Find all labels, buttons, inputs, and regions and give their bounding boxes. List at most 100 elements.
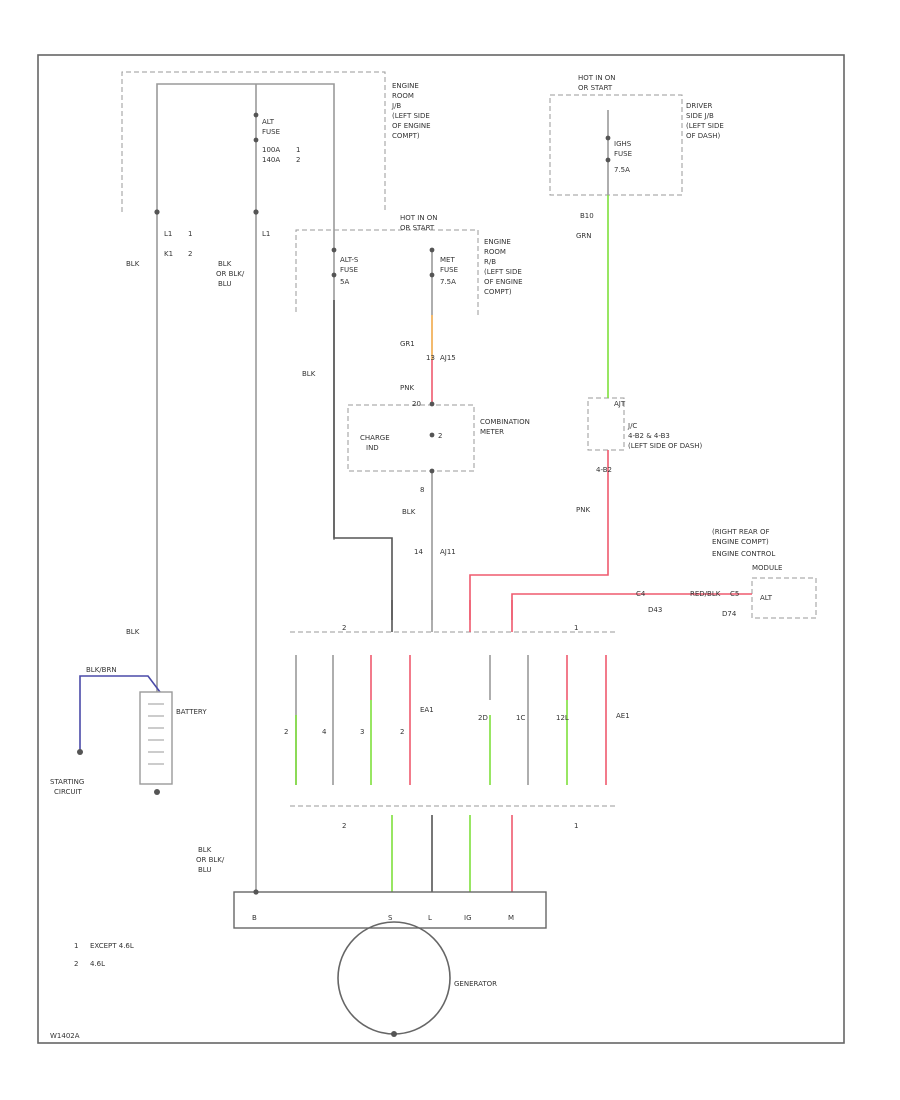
- blk-left-label: BLK: [126, 260, 140, 268]
- blk-mid-label: BLK OR BLK/ BLU: [216, 260, 245, 288]
- block-bot-left-num: 2: [342, 822, 346, 830]
- svg-text:FUSE: FUSE: [614, 150, 632, 158]
- svg-text:BLU: BLU: [198, 866, 211, 874]
- svg-text:(RIGHT REAR OF: (RIGHT REAR OF: [712, 528, 770, 536]
- block-pin-labels: 2 4 3 2: [284, 728, 404, 736]
- svg-text:(LEFT SIDE: (LEFT SIDE: [484, 268, 522, 276]
- svg-text:BLU: BLU: [218, 280, 231, 288]
- alt-fuse-label: ALT FUSE 100A 140A 1 2: [262, 118, 300, 164]
- blk-gen-label: BLK OR BLK/ BLU: [196, 846, 225, 874]
- svg-text:HOT IN ON: HOT IN ON: [578, 74, 616, 82]
- svg-text:3: 3: [360, 728, 364, 736]
- gen-b-junction: [253, 889, 259, 895]
- svg-text:1C: 1C: [516, 714, 525, 722]
- gr-ref-label: GR1: [400, 340, 415, 348]
- svg-text:COMPT): COMPT): [484, 288, 512, 296]
- note-2-label: 2: [188, 250, 192, 258]
- svg-text:(LEFT SIDE OF DASH): (LEFT SIDE OF DASH): [628, 442, 703, 450]
- hot-in-on-driver-label: HOT IN ON OR START: [578, 74, 616, 92]
- battery-label: BATTERY: [176, 708, 207, 716]
- svg-text:2: 2: [400, 728, 404, 736]
- svg-text:BLK: BLK: [218, 260, 232, 268]
- svg-text:FUSE: FUSE: [340, 266, 358, 274]
- svg-text:IGHS: IGHS: [614, 140, 632, 148]
- engine-room-rb-boundary: [295, 229, 479, 318]
- diagram-id: W1402A: [50, 1032, 80, 1040]
- svg-text:DRIVER: DRIVER: [686, 102, 713, 110]
- hot-in-on-start-label: HOT IN ON OR START: [400, 214, 438, 232]
- engine-room-jb-label: ENGINE ROOM J/B (LEFT SIDE OF ENGINE COM…: [391, 82, 431, 140]
- svg-text:1: 1: [74, 942, 78, 950]
- block-right-pin-labels: 2D 1C 12L: [478, 714, 569, 722]
- pnk-a-label: PNK: [400, 384, 414, 392]
- svg-text:2: 2: [296, 156, 300, 164]
- svg-text:EXCEPT 4.6L: EXCEPT 4.6L: [90, 942, 134, 950]
- svg-text:ENGINE CONTROL: ENGINE CONTROL: [712, 550, 775, 558]
- starting-wire-label: BLK/BRN: [86, 666, 117, 674]
- driver-jb-boundary: [549, 94, 683, 196]
- svg-text:7.5A: 7.5A: [440, 278, 456, 286]
- svg-text:FUSE: FUSE: [440, 266, 458, 274]
- svg-text:ENGINE COMPT): ENGINE COMPT): [712, 538, 769, 546]
- svg-text:(LEFT SIDE: (LEFT SIDE: [686, 122, 724, 130]
- block-columns: [295, 655, 607, 785]
- svg-text:ENGINE: ENGINE: [484, 238, 511, 246]
- alt-s-fuse-symbol: [331, 247, 337, 278]
- wire-junction-pink: [469, 450, 609, 620]
- svg-text:METER: METER: [480, 428, 504, 436]
- blk-meter-label: BLK: [402, 508, 416, 516]
- driver-jb-label: DRIVER SIDE J/B (LEFT SIDE OF DASH): [686, 102, 724, 140]
- wire-top-bus: [156, 83, 335, 540]
- ecm-conn-label: D43: [648, 606, 662, 614]
- svg-text:140A: 140A: [262, 156, 280, 164]
- generator-terminal-block: [233, 891, 547, 929]
- combination-meter-label: COMBINATION METER: [480, 418, 530, 436]
- svg-text:STARTING: STARTING: [50, 778, 84, 786]
- ighs-fuse-symbol: [605, 135, 611, 163]
- ecm-pin-c5-label: C5: [730, 590, 739, 598]
- svg-text:4-B2 & 4-B3: 4-B2 & 4-B3: [628, 432, 670, 440]
- svg-text:ALT: ALT: [262, 118, 275, 126]
- pin-8-label: 8: [420, 486, 424, 494]
- pin-14-label: 14: [414, 548, 423, 556]
- ecm-box: [751, 577, 817, 619]
- starting-circuit-label: STARTING CIRCUIT: [50, 778, 84, 796]
- svg-text:OF DASH): OF DASH): [686, 132, 721, 140]
- svg-text:CHARGE: CHARGE: [360, 434, 390, 442]
- grn-label: GRN: [576, 232, 592, 240]
- svg-text:SIDE J/B: SIDE J/B: [686, 112, 714, 120]
- svg-text:(LEFT SIDE: (LEFT SIDE: [392, 112, 430, 120]
- generator-label: GENERATOR: [454, 980, 497, 988]
- gr-conn-label: AJ15: [440, 354, 456, 362]
- note-1-label: 1: [188, 230, 192, 238]
- svg-text:OR START: OR START: [578, 84, 613, 92]
- k1-label: K1: [164, 250, 173, 258]
- engine-room-rb-label: ENGINE ROOM R/B (LEFT SIDE OF ENGINE COM…: [484, 238, 523, 296]
- generator-symbol: [337, 921, 451, 1035]
- diagram-frame: [37, 54, 845, 1044]
- generator-ground: [391, 1031, 397, 1037]
- svg-text:ALT-S: ALT-S: [340, 256, 359, 264]
- svg-text:2: 2: [74, 960, 78, 968]
- svg-text:J/C: J/C: [627, 422, 637, 430]
- pin-2-label: 2: [438, 432, 442, 440]
- svg-text:FUSE: FUSE: [262, 128, 280, 136]
- svg-text:COMBINATION: COMBINATION: [480, 418, 530, 426]
- svg-text:4.6L: 4.6L: [90, 960, 105, 968]
- legend: 1 EXCEPT 4.6L 2 4.6L: [74, 942, 134, 968]
- svg-text:OR START: OR START: [400, 224, 435, 232]
- svg-text:4: 4: [322, 728, 327, 736]
- svg-text:IND: IND: [366, 444, 379, 452]
- meter-pins: [429, 401, 435, 474]
- svg-text:ENGINE: ENGINE: [392, 82, 419, 90]
- block-top-left-num: 2: [342, 624, 346, 632]
- met-fuse-symbol: [429, 247, 435, 278]
- junction-connector-box: [587, 397, 625, 451]
- ecm-red-blk-label: RED/BLK: [690, 590, 721, 598]
- gr-pin-label: 13: [426, 354, 435, 362]
- svg-text:J/B: J/B: [391, 102, 401, 110]
- svg-text:L: L: [428, 914, 432, 922]
- ecm-conn2-label: D74: [722, 610, 737, 618]
- svg-text:5A: 5A: [340, 278, 349, 286]
- alt-fuse-symbol: [154, 112, 259, 215]
